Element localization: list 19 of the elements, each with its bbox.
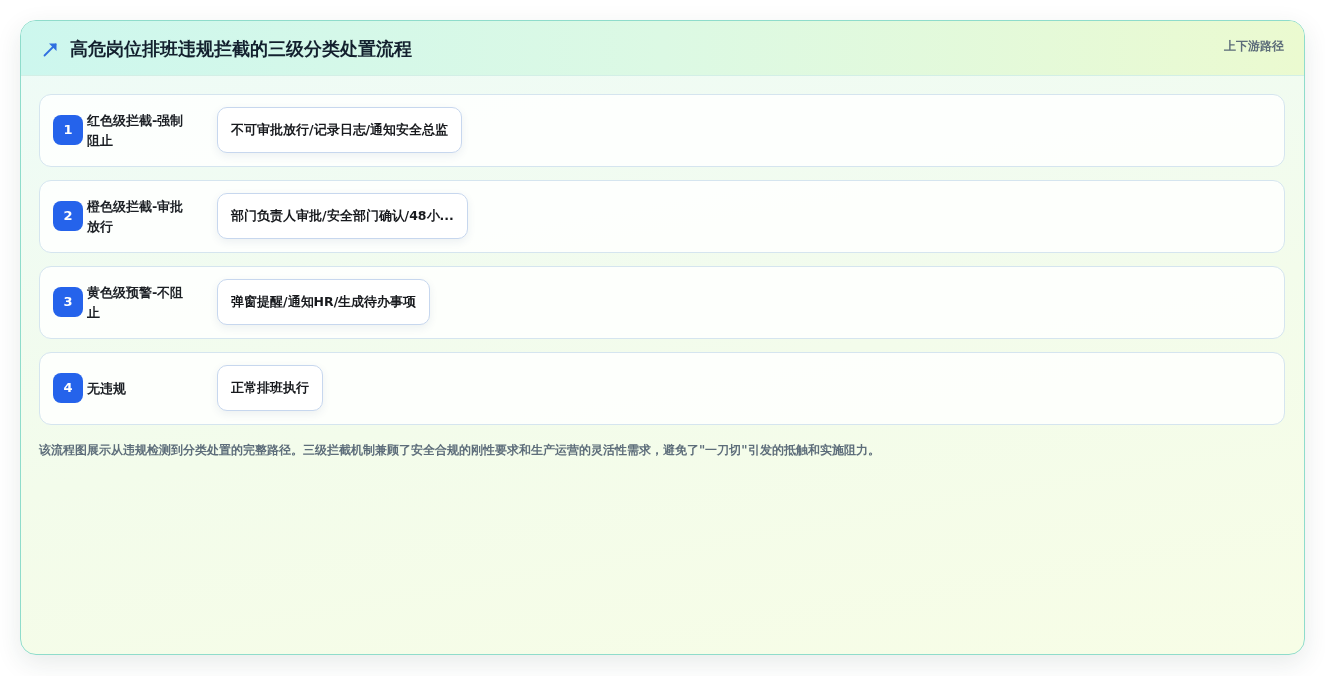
number-badge: 1 <box>53 115 83 145</box>
level-row-card <box>39 180 1285 253</box>
action-chip: 弹窗提醒/通知HR/生成待办事项 <box>217 279 431 325</box>
level-label: 橙色级拦截-审批放行 <box>87 197 185 236</box>
level-row-card <box>39 266 1285 339</box>
diagram-title: 高危岗位排班违规拦截的三级分类处置流程 <box>70 37 412 61</box>
level-row-card <box>39 352 1285 425</box>
level-label: 黄色级预警-不阻止 <box>87 283 185 322</box>
caption-text: 该流程图展示从违规检测到分类处置的完整路径。三级拦截机制兼顾了安全合规的刚性要求和生产运营的灵活性需求，避免了"一刀切"引发的抵触和实施阻力。 <box>39 442 881 459</box>
number-badge: 2 <box>53 201 83 231</box>
level-row-card <box>39 94 1285 167</box>
action-chip: 不可审批放行/记录日志/通知安全总监 <box>217 107 463 153</box>
level-label: 无违规 <box>87 379 127 398</box>
action-chip: 正常排班执行 <box>217 365 323 411</box>
action-chip: 部门负责人审批/安全部门确认/48小... <box>217 193 468 239</box>
number-badge: 4 <box>53 373 83 403</box>
header-label: 上下游路径 <box>1224 38 1284 55</box>
number-badge: 3 <box>53 287 83 317</box>
level-label: 红色级拦截-强制阻止 <box>87 111 185 150</box>
